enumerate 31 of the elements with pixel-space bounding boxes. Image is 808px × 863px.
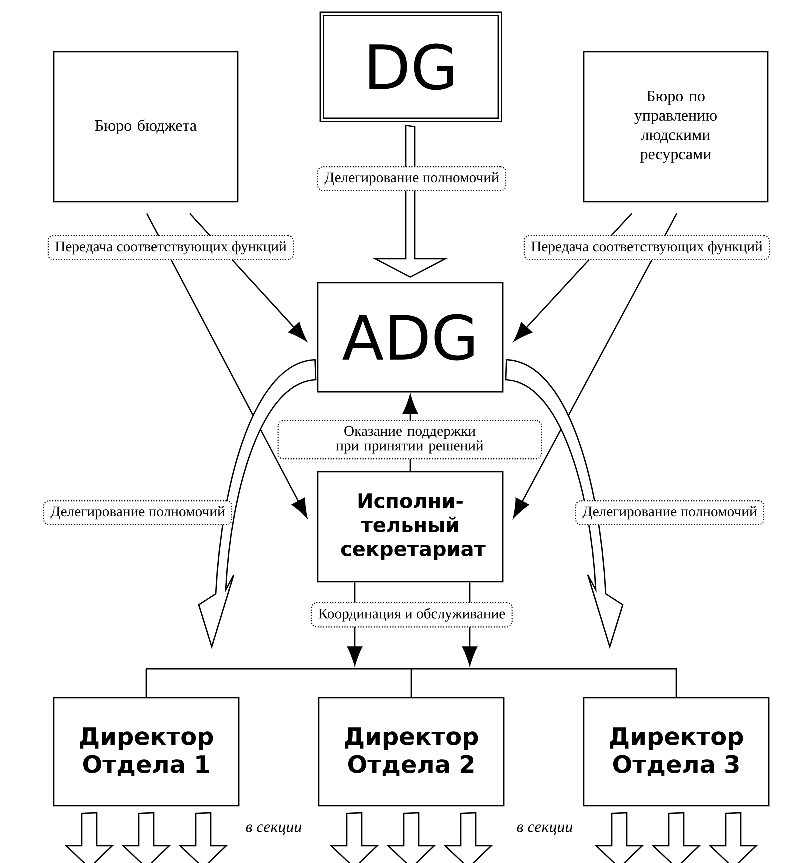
hollow-arrow	[178, 812, 228, 863]
edge-label: Делегирование полномочий	[317, 166, 507, 192]
edge-label: Делегирование полномочий	[575, 500, 765, 526]
edge-label: Передача соответствующих функций	[48, 235, 294, 261]
hollow-arrow	[64, 812, 114, 863]
arrow	[146, 213, 308, 518]
edge-label: Делегирование полномочий	[43, 500, 233, 526]
hollow-arrow	[444, 812, 494, 863]
box: Бюро по управлению людскими ресурсами	[583, 51, 769, 203]
arrow	[348, 582, 362, 666]
section-note: в секции	[517, 824, 573, 836]
box: ADG	[317, 282, 504, 393]
edge-label: Координация и обслуживание	[311, 602, 513, 628]
box: Директор Отдела 1	[53, 697, 240, 807]
arrow	[514, 213, 632, 342]
hollow-arrow	[122, 812, 172, 863]
box: Директор Отдела 2	[318, 697, 505, 807]
hollow-arrow	[708, 812, 758, 863]
box: Бюро бюджета	[53, 51, 239, 203]
hollow-arrow	[652, 812, 702, 863]
arrow	[513, 213, 678, 518]
double-box: DG	[320, 12, 502, 122]
section-note: в секции	[246, 824, 302, 836]
hollow-arrow	[330, 812, 380, 863]
box: Директор Отдела 3	[583, 697, 770, 807]
edge-label: Оказание поддержки при принятии решений	[278, 420, 542, 460]
box: Исполни-тельный секретариат	[317, 471, 504, 583]
hollow-arrow	[386, 812, 436, 863]
arrow	[190, 213, 308, 342]
edge-label: Передача соответствующих функций	[524, 235, 770, 261]
hollow-arrow	[594, 812, 644, 863]
